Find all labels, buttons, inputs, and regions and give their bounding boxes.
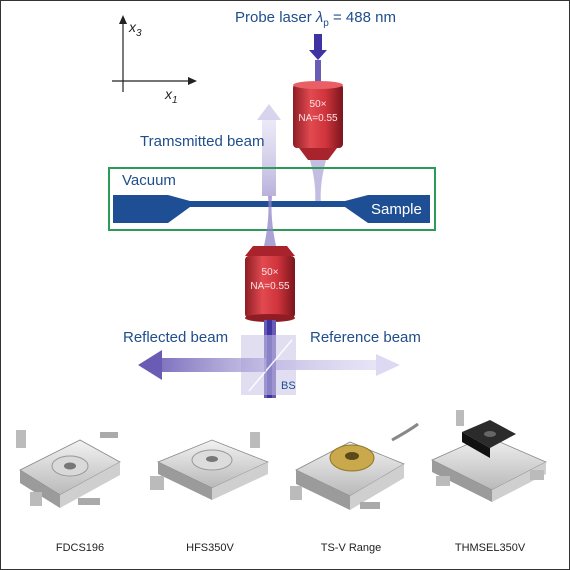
focus-cone (264, 196, 276, 246)
stage-fdcs196-image (16, 430, 121, 508)
stage-thmsel350v-image (431, 410, 547, 502)
product-caption-thmsel350v: THMSEL350V (454, 542, 526, 554)
stage-ts-v-range-image (290, 422, 419, 510)
reflected-beam-arrow (138, 350, 266, 380)
transmitted-beam-arrow (257, 104, 281, 196)
svg-text:50×: 50× (310, 99, 327, 110)
sample-label: Sample (371, 201, 422, 218)
objective-top: 50× NA=0.55 (293, 81, 343, 212)
probe-beam (309, 34, 327, 86)
stage-hfs350v-image (150, 432, 270, 500)
svg-text:NA=0.55: NA=0.55 (250, 281, 290, 292)
svg-text:50×: 50× (262, 267, 279, 278)
product-caption-fdcs196: FDCS196 (55, 542, 105, 554)
reference-beam-label: Reference beam (310, 329, 421, 346)
reference-beam-arrow (276, 354, 400, 376)
svg-text:NA=0.55: NA=0.55 (298, 113, 338, 124)
sample-window (168, 207, 368, 223)
product-caption-ts-v-range: TS-V Range (320, 542, 382, 554)
axis-x1-label: x1 (164, 86, 178, 106)
bs-label: BS (281, 380, 296, 392)
probe-laser-label: Probe laser λp = 488 nm (235, 9, 396, 29)
reflected-beam-label: Reflected beam (123, 329, 228, 346)
transmitted-beam-label: Tramsmitted beam (140, 133, 264, 150)
vacuum-label: Vacuum (122, 172, 176, 189)
coordinate-axes: x3 x1 (112, 15, 197, 106)
product-caption-hfs350v: HFS350V (186, 542, 234, 554)
axis-x3-label: x3 (128, 19, 142, 39)
objective-bottom: 50× NA=0.55 (245, 246, 295, 322)
